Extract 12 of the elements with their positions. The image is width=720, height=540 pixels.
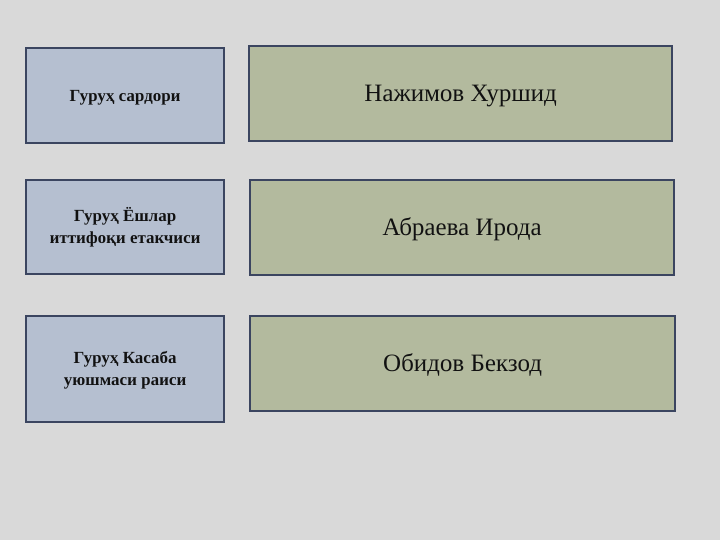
role-box	[25, 315, 225, 423]
role-box	[25, 179, 225, 275]
person-name: Абраева Ирода	[382, 212, 542, 242]
name-box	[249, 315, 676, 412]
role-label: Гуруҳ Касаба уюшмаси раиси	[62, 347, 188, 391]
role-label: Гуруҳ сардори	[70, 84, 180, 106]
role-label: Гуруҳ Ёшлар иттифоқи етакчиси	[48, 205, 202, 249]
person-name: Обидов Бекзод	[383, 348, 542, 378]
person-name: Нажимов Хуршид	[364, 78, 557, 108]
name-box	[248, 45, 673, 142]
name-box	[249, 179, 675, 276]
role-box	[25, 47, 225, 144]
